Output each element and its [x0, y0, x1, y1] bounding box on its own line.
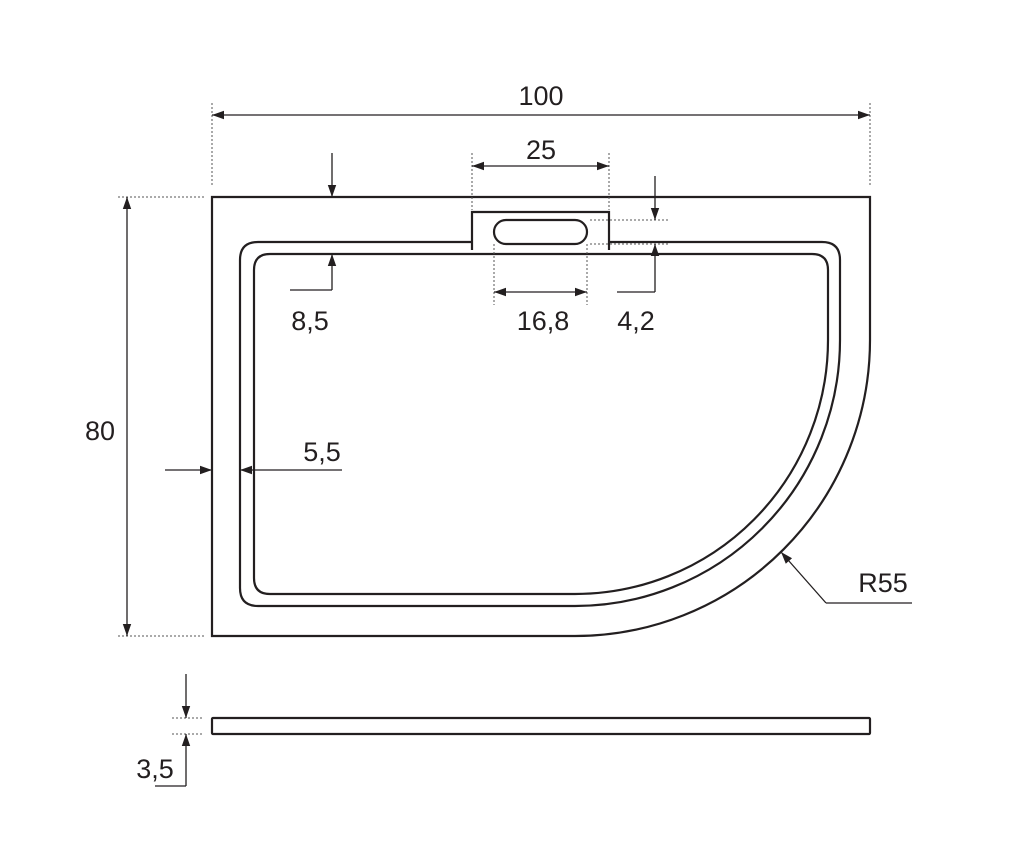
- dimension-label: 16,8: [517, 306, 570, 336]
- dimension-corner-radius: R55: [780, 551, 912, 604]
- dimension-label: 4,2: [617, 306, 655, 336]
- dimension-overall-depth: 80: [85, 196, 205, 637]
- channel-outer: [238, 240, 842, 608]
- dimension-label: R55: [858, 568, 908, 598]
- dimension-label: 8,5: [291, 306, 329, 336]
- dimension-drain-housing: 25: [471, 135, 610, 210]
- drain-housing: [470, 210, 611, 250]
- dimension-label: 3,5: [136, 754, 174, 784]
- dimension-overall-width: 100: [211, 81, 871, 187]
- plan-view: [210, 195, 872, 638]
- side-view: [210, 716, 872, 736]
- dimension-label: 25: [526, 135, 556, 165]
- dimension-label: 5,5: [303, 437, 341, 467]
- dimension-drain-slot: 16,8: [493, 244, 588, 336]
- dimension-side-rim: 5,5: [165, 437, 342, 475]
- dimension-label: 80: [85, 416, 115, 446]
- dimension-drain-offset: 4,2: [590, 176, 668, 336]
- dimension-tray-height: 3,5: [136, 674, 203, 787]
- dimension-rim-to-channel: 8,5: [290, 153, 337, 336]
- tray-profile: [210, 716, 872, 736]
- dimension-label: 100: [518, 81, 563, 111]
- channel-inner: [252, 252, 830, 596]
- tray-outline: [210, 195, 872, 638]
- drain-slot: [492, 218, 589, 246]
